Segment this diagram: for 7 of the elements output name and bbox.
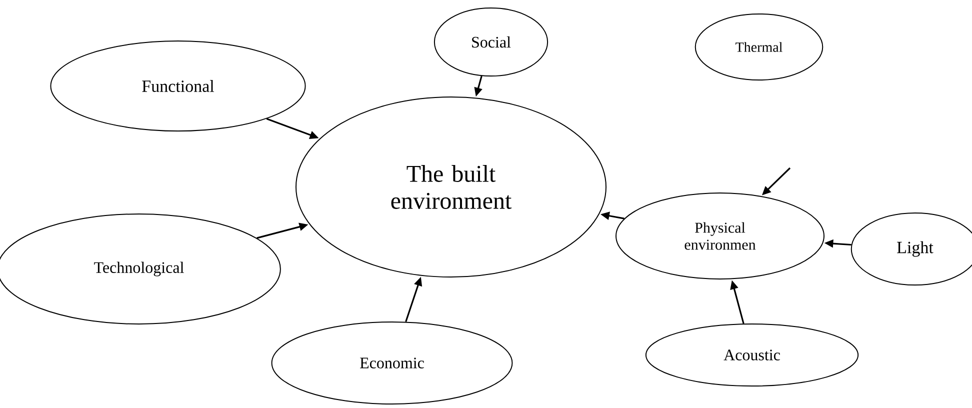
ellipse-node: The built environment bbox=[296, 96, 606, 278]
ellipse-node: Physical environmen bbox=[616, 192, 824, 280]
ellipse-node: Economic bbox=[271, 322, 513, 404]
ellipse-node: Acoustic bbox=[645, 324, 859, 386]
ellipse-node: Functional bbox=[50, 40, 306, 132]
ellipse-node: Thermal bbox=[694, 14, 824, 80]
ellipse-node: Social bbox=[434, 8, 548, 76]
